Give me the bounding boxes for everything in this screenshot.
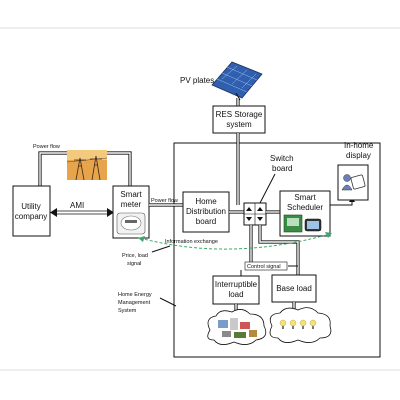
information-exchange-arc (139, 233, 331, 250)
switch-board-label-1: Switch (270, 154, 294, 163)
hems-label-2: Management (118, 300, 151, 306)
scheduler-device-icon (283, 214, 322, 233)
hems-label-3: System (118, 308, 137, 314)
home-distribution-label-1: Home (195, 197, 217, 206)
home-distribution-label-3: board (196, 217, 216, 226)
power-tower-icon (66, 150, 108, 181)
in-home-display-label-2: display (346, 151, 371, 160)
appliances-cloud-icon (207, 309, 267, 345)
smart-meter-label-1: Smart (120, 190, 142, 199)
ami-label: AMI (70, 201, 84, 210)
information-exchange-label: Information exchange (165, 239, 218, 245)
power-flow-mid-label: Power flow (151, 198, 178, 204)
hems-label-1: Home Energy (118, 292, 152, 298)
home-distribution-box (182, 191, 230, 233)
utility-company-label-2: company (15, 212, 47, 221)
display-icon (341, 174, 366, 191)
base-load-box (271, 274, 317, 303)
res-storage-box (212, 105, 266, 134)
ami-arrow (50, 208, 114, 217)
pv-plates-label: PV plates (180, 76, 214, 85)
power-flow-top-label: Power flow (33, 144, 60, 150)
smart-scheduler-label-1: Smart (294, 193, 316, 202)
switch-board-label-2: board (272, 164, 292, 173)
price-load-label-2: signal (127, 261, 141, 267)
interruptible-load-label-1: Interruptible (215, 280, 258, 289)
utility-company-label-1: Utility (21, 202, 41, 211)
price-load-label-1: Price, load (122, 253, 148, 259)
solar-panel-icon (211, 61, 263, 101)
res-storage-label-2: system (226, 120, 252, 129)
home-distribution-label-2: Distribution (186, 207, 226, 216)
meter-icon (116, 212, 146, 235)
res-storage-label-1: RES Storage (216, 110, 263, 119)
interruptible-load-label-2: load (228, 290, 243, 299)
control-signal-label: Control signal (247, 264, 281, 270)
switch-icon (243, 202, 267, 226)
interruptible-load-box (212, 275, 260, 305)
control-signal-box (244, 261, 288, 271)
home-boundary (173, 142, 381, 358)
bulbs-cloud-icon (269, 307, 332, 343)
base-load-label: Base load (276, 284, 312, 293)
in-home-display-label-1: In-home (344, 141, 374, 150)
utility-company-box (12, 185, 51, 237)
smart-meter-label-2: meter (121, 200, 142, 209)
smart-scheduler-label-2: Scheduler (287, 203, 323, 212)
